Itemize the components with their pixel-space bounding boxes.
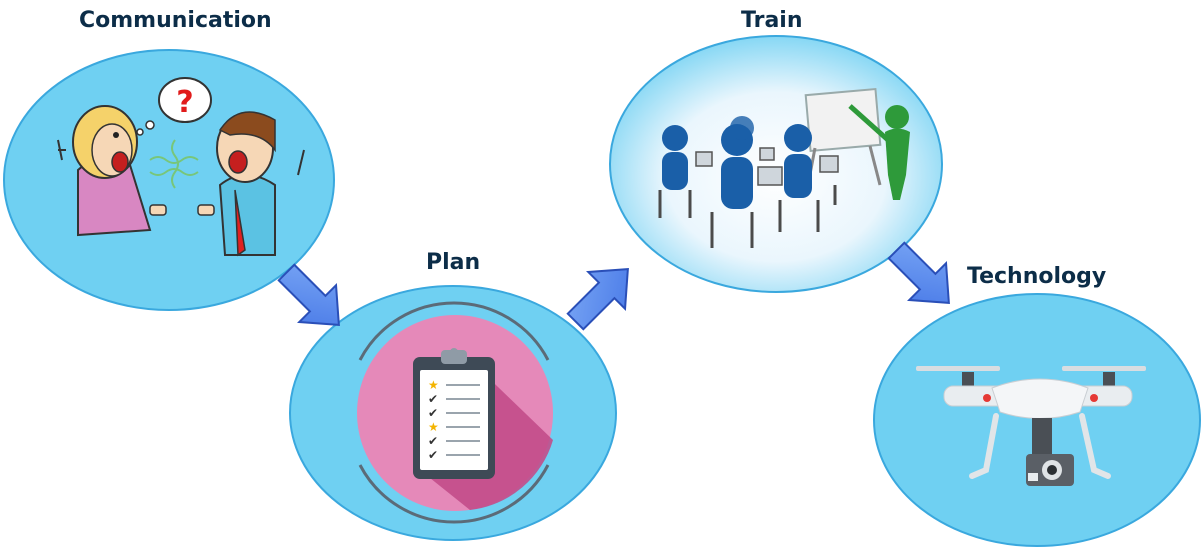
svg-text:★: ★ bbox=[428, 420, 439, 434]
svg-text:✔: ✔ bbox=[428, 448, 438, 462]
arrow-communication-to-plan bbox=[277, 263, 340, 326]
svg-text:✔: ✔ bbox=[428, 392, 438, 406]
plan-ring-top bbox=[358, 301, 550, 361]
two-people-arguing-icon: ? bbox=[57, 77, 305, 257]
technology-label: Technology bbox=[967, 264, 1107, 289]
technology-node bbox=[873, 293, 1201, 547]
svg-text:✔: ✔ bbox=[428, 406, 438, 420]
plan-node: ★ ✔ ✔ ★ ✔ ✔ bbox=[289, 285, 617, 541]
train-node bbox=[609, 35, 943, 293]
svg-text:✔: ✔ bbox=[428, 434, 438, 448]
svg-text:?: ? bbox=[176, 85, 193, 120]
communication-label: Communication bbox=[79, 8, 272, 33]
plan-ring-bottom bbox=[358, 464, 550, 524]
drone-icon bbox=[916, 366, 1146, 486]
plan-label: Plan bbox=[426, 250, 481, 275]
arrow-train-to-technology bbox=[887, 241, 950, 304]
svg-text:★: ★ bbox=[428, 378, 439, 392]
communication-node: ? bbox=[3, 49, 335, 311]
clipboard-checklist-icon: ★ ✔ ✔ ★ ✔ ✔ bbox=[413, 348, 495, 479]
train-label: Train bbox=[741, 8, 803, 33]
arrow-plan-to-train bbox=[566, 268, 629, 331]
classroom-training-icon bbox=[658, 87, 910, 248]
